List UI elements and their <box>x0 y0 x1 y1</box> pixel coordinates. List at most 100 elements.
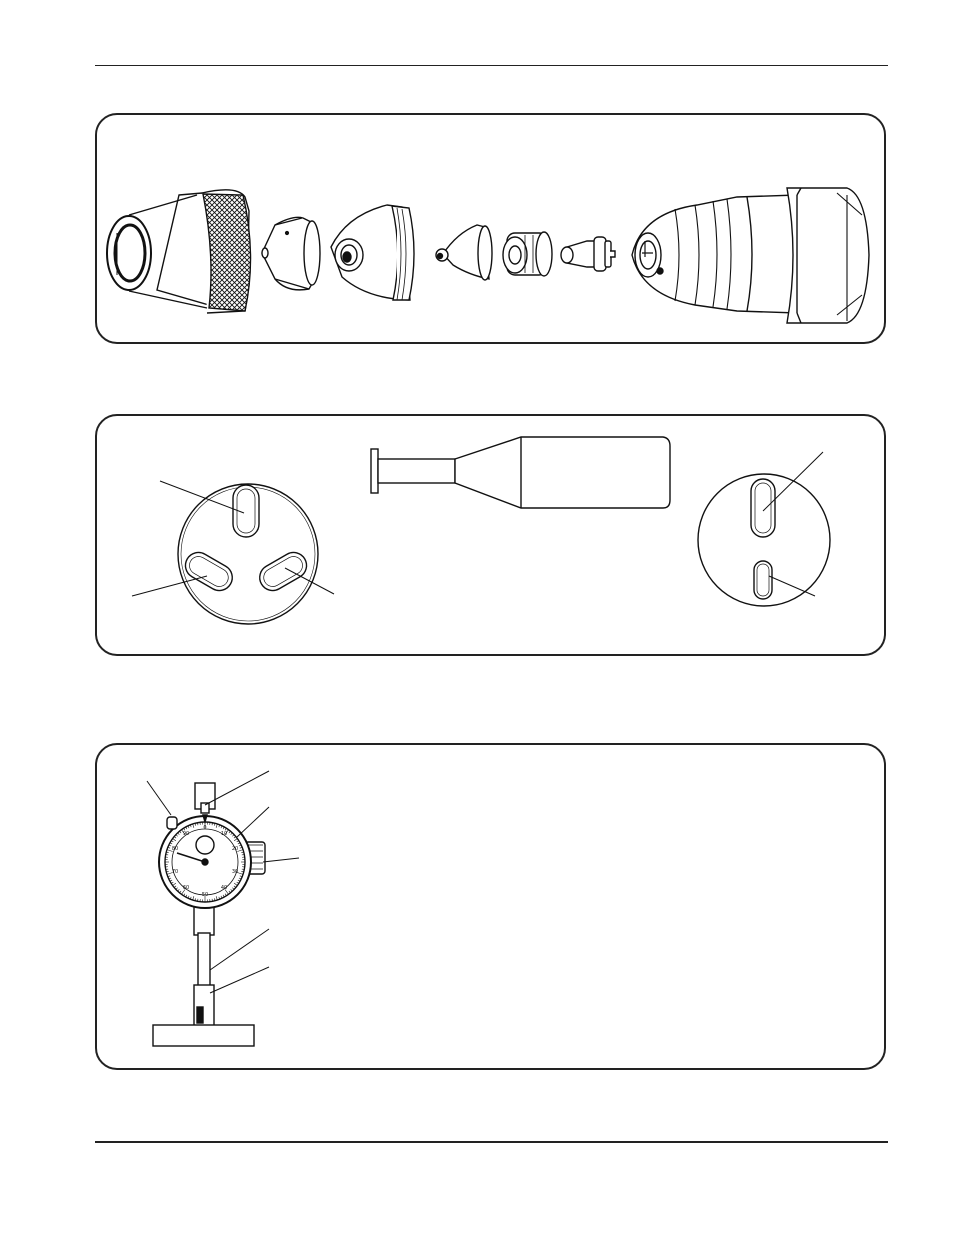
dial-tick <box>218 896 221 900</box>
dial-tick <box>224 828 227 831</box>
dial-tick <box>183 893 186 896</box>
dial-number-90: 90 <box>183 831 189 837</box>
indicator-base <box>152 1024 255 1047</box>
dial-tick <box>220 825 223 829</box>
dial-tick <box>189 896 192 900</box>
dial-tick <box>173 885 177 888</box>
dial-tick <box>233 882 238 886</box>
dial-number-60: 60 <box>183 885 189 891</box>
dial-tick <box>194 823 196 826</box>
dial-number-40: 40 <box>221 885 227 891</box>
swirl-ring <box>502 231 553 277</box>
three-hole-disc <box>131 480 335 625</box>
dial-tick <box>222 894 225 898</box>
nozzle-gauge-drawing <box>131 436 831 625</box>
dial-tick <box>237 849 244 852</box>
dial-tick <box>238 877 242 880</box>
dial-tick <box>228 830 231 834</box>
dial-tick <box>183 828 186 831</box>
dial-tick <box>181 889 186 895</box>
dial-tick <box>232 834 235 837</box>
dial-tick <box>172 882 177 886</box>
dial-tick <box>233 836 237 839</box>
dial-tick <box>185 826 188 830</box>
footer-rule <box>95 1141 888 1143</box>
shield-cap <box>261 216 321 291</box>
dial-tick <box>215 896 218 901</box>
dial-tick <box>241 851 244 853</box>
dial-tick <box>189 824 192 828</box>
dial-tick <box>177 889 180 892</box>
dial-tick <box>168 877 172 880</box>
dial-number-30: 30 <box>232 869 238 875</box>
dial-tick <box>239 846 243 849</box>
header-rule <box>95 65 888 66</box>
dial-tick <box>177 832 180 835</box>
gauge-pin <box>370 436 671 509</box>
dial-tick <box>233 838 238 842</box>
dial-tick <box>218 824 221 828</box>
dial-tick <box>194 898 196 901</box>
indicator-stem <box>193 782 216 1030</box>
dial-tick <box>230 832 233 835</box>
dial-tick <box>173 836 177 839</box>
nozzle-retaining-cap <box>330 204 415 301</box>
lift-lever-button <box>166 816 178 830</box>
dial-tick <box>237 879 241 882</box>
figure-torch-consumables <box>95 113 886 344</box>
dial-tick <box>232 887 235 890</box>
dial-tick <box>166 872 173 875</box>
dial-tick <box>172 838 177 842</box>
dial-tick <box>171 881 174 884</box>
dial-tick <box>236 840 239 843</box>
dial-tick <box>192 823 195 828</box>
dial-tick <box>239 875 243 878</box>
dial-number-70: 70 <box>172 869 178 875</box>
two-slot-disc <box>697 451 831 607</box>
dial-tick <box>181 829 186 835</box>
dial-tick <box>233 885 237 888</box>
dial-tick <box>167 875 171 878</box>
dial-number-80: 80 <box>172 846 178 852</box>
dial-tick <box>185 894 188 898</box>
dial-tick <box>220 895 223 899</box>
figure-dial-indicator: 0 10 20 30 40 50 60 70 80 90 <box>95 743 886 1070</box>
dial-numbers: 0 10 20 30 40 50 60 70 80 90 <box>172 825 238 898</box>
nozzle <box>435 224 493 281</box>
dial-tick <box>215 823 218 828</box>
dial-tick <box>224 829 229 835</box>
dial-tick <box>175 887 178 890</box>
dial-tick <box>179 830 182 834</box>
dial-tick <box>166 871 169 873</box>
dial-face <box>158 814 266 909</box>
dial-tick <box>237 842 241 845</box>
dial-tick <box>214 898 216 901</box>
dial-tick <box>171 840 174 843</box>
dial-tick <box>228 890 231 894</box>
dial-tick <box>238 844 242 847</box>
dial-tick <box>166 849 173 852</box>
electrode <box>560 236 616 272</box>
dial-tick <box>179 890 182 894</box>
figure-nozzle-gauge <box>95 414 886 656</box>
dial-tick <box>241 871 244 873</box>
dial-tick <box>169 879 173 882</box>
dial-tick <box>175 834 178 837</box>
dial-tick <box>167 846 171 849</box>
dial-tick <box>214 823 216 826</box>
dial-tick <box>168 844 172 847</box>
dial-tick <box>166 851 169 853</box>
dial-tick <box>169 842 173 845</box>
dial-tick <box>192 896 195 901</box>
dial-tick <box>187 825 190 829</box>
dial-tick <box>236 881 239 884</box>
dial-ticks <box>165 822 245 902</box>
retaining-cap-knurled <box>106 189 252 314</box>
dial-indicator-drawing: 0 10 20 30 40 50 60 70 80 90 <box>146 770 300 1047</box>
dial-tick <box>230 889 233 892</box>
dial-tick <box>224 893 227 896</box>
torch-head <box>631 187 870 324</box>
torch-consumables-drawing <box>106 187 870 324</box>
dial-tick <box>237 872 244 875</box>
dial-tick <box>224 889 229 895</box>
